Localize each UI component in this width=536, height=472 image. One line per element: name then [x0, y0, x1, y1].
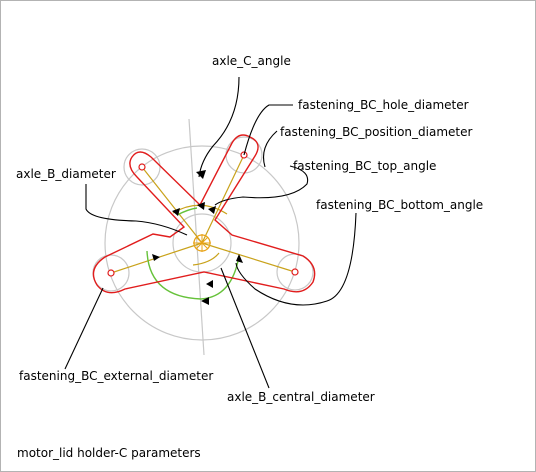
fastening-hole-top-left	[138, 163, 146, 171]
leader-fastening-bc-top-angle	[214, 165, 309, 206]
leader-fastening-bc-external-diameter	[64, 287, 104, 370]
label-axle-b-diameter: axle_B_diameter	[16, 167, 116, 181]
leader-axle-c-angle	[198, 76, 240, 178]
arrowhead-top-3	[197, 202, 205, 210]
hole-clearance-circle-top-left	[123, 148, 161, 186]
leader-fastening-bc-position-diameter	[262, 130, 278, 168]
axis-line-right	[201, 242, 296, 273]
arrowhead-bottom-1	[206, 280, 213, 288]
leader-fastening-bc-bottom-angle	[235, 212, 357, 306]
leader-axle-b-diameter	[85, 184, 188, 236]
position-circle	[104, 145, 300, 341]
arrowhead-right	[236, 254, 243, 263]
label-fastening-bc-top-angle: fastening_BC_top_angle	[293, 159, 436, 173]
fastening-hole-right	[291, 268, 299, 276]
axis-line-top-left	[141, 166, 203, 244]
central-hub	[193, 234, 211, 252]
bottom-angle-arc	[192, 252, 220, 266]
label-fastening-bc-position-diameter: fastening_BC_position_diameter	[280, 125, 472, 139]
leader-fastening-bc-hole-diameter	[243, 104, 293, 156]
arrowhead-left	[152, 254, 160, 261]
leader-axle-b-central-diameter	[220, 267, 270, 389]
arrowhead-top-1	[196, 170, 206, 179]
fastening-hole-left	[107, 269, 115, 277]
arrowhead-top-2	[172, 208, 180, 216]
label-fastening-bc-hole-diameter: fastening_BC_hole_diameter	[298, 98, 469, 112]
arrowhead-top-4	[208, 206, 216, 214]
arrowhead-bottom-2	[201, 297, 209, 305]
holder-outline	[92, 134, 316, 294]
diagram-caption: motor_lid holder-C parameters	[17, 446, 201, 460]
label-fastening-bc-bottom-angle: fastening_BC_bottom_angle	[316, 198, 483, 212]
label-axle-c-angle: axle_C_angle	[212, 54, 291, 68]
top-angle-green-arc	[176, 207, 198, 216]
label-axle-b-central-diameter: axle_B_central_diameter	[227, 390, 375, 404]
axis-line-top-right	[201, 154, 245, 244]
label-fastening-bc-external-diameter: fastening_BC_external_diameter	[19, 369, 213, 383]
